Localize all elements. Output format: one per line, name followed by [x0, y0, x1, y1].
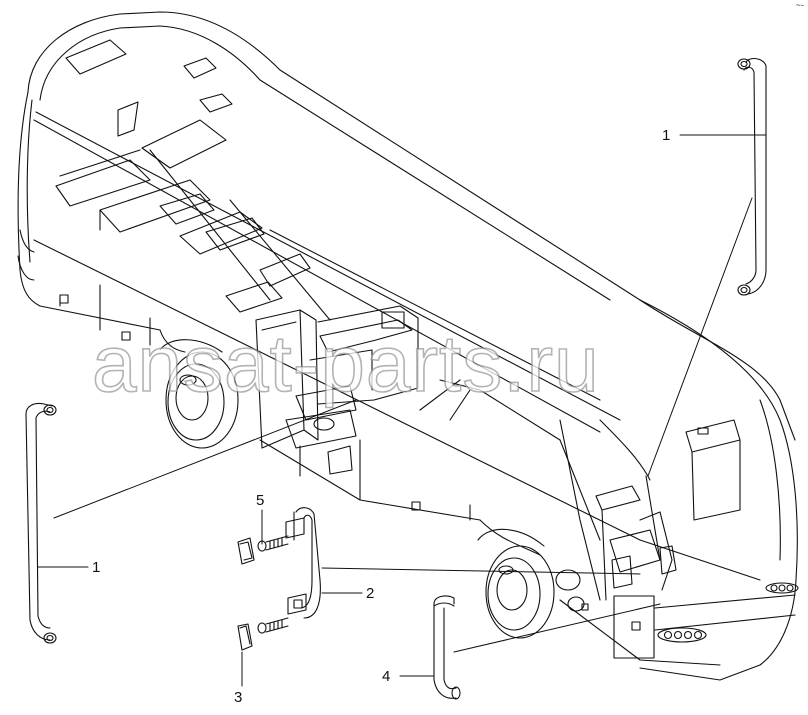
callout-3: 3 [234, 689, 243, 706]
watermark: ansat-parts.ru [91, 318, 600, 409]
callout-1-top: 1 [662, 127, 671, 144]
handrail-part-1-left [25, 402, 57, 644]
entry-steps [255, 305, 419, 477]
front-wheel [159, 339, 239, 449]
cap-upper [237, 537, 255, 565]
roof-hatches [55, 39, 311, 313]
rear-wheel [477, 528, 589, 639]
handrail-part-1-top [737, 57, 767, 296]
callout-2: 2 [366, 585, 375, 602]
corner-mark: ~- [795, 0, 804, 10]
callout-4: 4 [382, 668, 391, 685]
rear-lights [657, 582, 799, 643]
grab-handle-part-2 [285, 507, 321, 619]
curved-rail-part-4 [433, 595, 461, 700]
cap-part-3 [237, 623, 253, 651]
leader-lines [37, 134, 767, 687]
screw-lower [257, 617, 289, 634]
rear-door-area [595, 419, 741, 601]
callout-1-left: 1 [92, 559, 101, 576]
callout-5: 5 [256, 492, 265, 509]
bus-body [17, 11, 799, 681]
